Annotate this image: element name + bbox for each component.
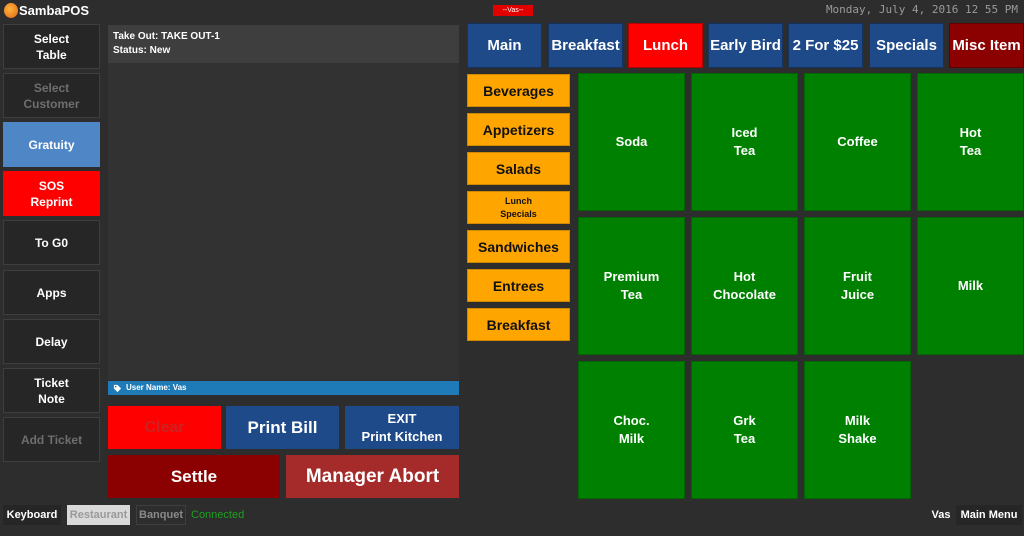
- apps-button[interactable]: Apps: [3, 270, 100, 315]
- exit-print-kitchen-button[interactable]: EXIT Print Kitchen: [345, 406, 459, 449]
- to-g0-button[interactable]: To G0: [3, 220, 100, 265]
- datetime: Monday, July 4, 2016 12 55 PM: [825, 3, 1018, 16]
- user-tag: --Vas--: [493, 5, 533, 16]
- ticket-type: Take Out: TAKE OUT-1: [113, 31, 220, 42]
- banquet-button[interactable]: Banquet: [136, 505, 186, 525]
- main-menu-button[interactable]: Main Menu: [956, 505, 1022, 525]
- group-entrees[interactable]: Entrees: [467, 269, 570, 302]
- item-fruit-juice[interactable]: Fruit Juice: [804, 217, 911, 355]
- group-breakfast[interactable]: Breakfast: [467, 308, 570, 341]
- ticket-note-button[interactable]: Ticket Note: [3, 368, 100, 413]
- connection-status: Connected: [191, 509, 245, 521]
- category-specials[interactable]: Specials: [869, 23, 944, 68]
- manager-abort-button[interactable]: Manager Abort: [286, 455, 459, 498]
- ticket-header[interactable]: Take Out: TAKE OUT-1 Status: New: [108, 25, 459, 63]
- group-appetizers[interactable]: Appetizers: [467, 113, 570, 146]
- item-hot-chocolate[interactable]: Hot Chocolate: [691, 217, 798, 355]
- tag-icon: [113, 384, 122, 392]
- item-iced-tea[interactable]: Iced Tea: [691, 73, 798, 211]
- item-hot-tea[interactable]: Hot Tea: [917, 73, 1024, 211]
- item-coffee[interactable]: Coffee: [804, 73, 911, 211]
- sos-reprint-button[interactable]: SOS Reprint: [3, 171, 100, 216]
- select-table-button[interactable]: Select Table: [3, 24, 100, 69]
- restaurant-button[interactable]: Restaurant: [67, 505, 130, 525]
- group-sandwiches[interactable]: Sandwiches: [467, 230, 570, 263]
- keyboard-button[interactable]: Keyboard: [3, 505, 61, 525]
- delay-button[interactable]: Delay: [3, 319, 100, 364]
- category-lunch[interactable]: Lunch: [628, 23, 703, 68]
- user-name-label: User Name: Vas: [126, 383, 187, 392]
- item-grk-tea[interactable]: Grk Tea: [691, 361, 798, 499]
- select-customer-button[interactable]: Select Customer: [3, 73, 100, 118]
- ticket-status: Status: New: [113, 45, 171, 56]
- settle-button[interactable]: Settle: [108, 455, 280, 498]
- current-user: Vas: [931, 509, 951, 521]
- group-lunch-specials[interactable]: Lunch Specials: [467, 191, 570, 224]
- title-bar: SambaPOS --Vas-- Monday, July 4, 2016 12…: [0, 0, 1024, 22]
- category-early-bird[interactable]: Early Bird: [708, 23, 783, 68]
- ticket-panel: Take Out: TAKE OUT-1 Status: New: [108, 25, 459, 380]
- sambapos-logo-icon: [4, 3, 18, 18]
- user-name-bar: User Name: Vas: [108, 381, 459, 395]
- gratuity-button[interactable]: Gratuity: [3, 122, 100, 167]
- category-misc-item[interactable]: Misc Item: [949, 23, 1024, 68]
- clear-button[interactable]: Clear: [108, 406, 221, 449]
- group-salads[interactable]: Salads: [467, 152, 570, 185]
- item-premium-tea[interactable]: Premium Tea: [578, 217, 685, 355]
- category-breakfast[interactable]: Breakfast: [548, 23, 623, 68]
- item-choc-milk[interactable]: Choc. Milk: [578, 361, 685, 499]
- category-main[interactable]: Main: [467, 23, 542, 68]
- item-milk-shake[interactable]: Milk Shake: [804, 361, 911, 499]
- item-soda[interactable]: Soda: [578, 73, 685, 211]
- group-beverages[interactable]: Beverages: [467, 74, 570, 107]
- add-ticket-button[interactable]: Add Ticket: [3, 417, 100, 462]
- category-2-for-25[interactable]: 2 For $25: [788, 23, 863, 68]
- print-bill-button[interactable]: Print Bill: [226, 406, 339, 449]
- item-milk[interactable]: Milk: [917, 217, 1024, 355]
- app-title: SambaPOS: [19, 3, 90, 18]
